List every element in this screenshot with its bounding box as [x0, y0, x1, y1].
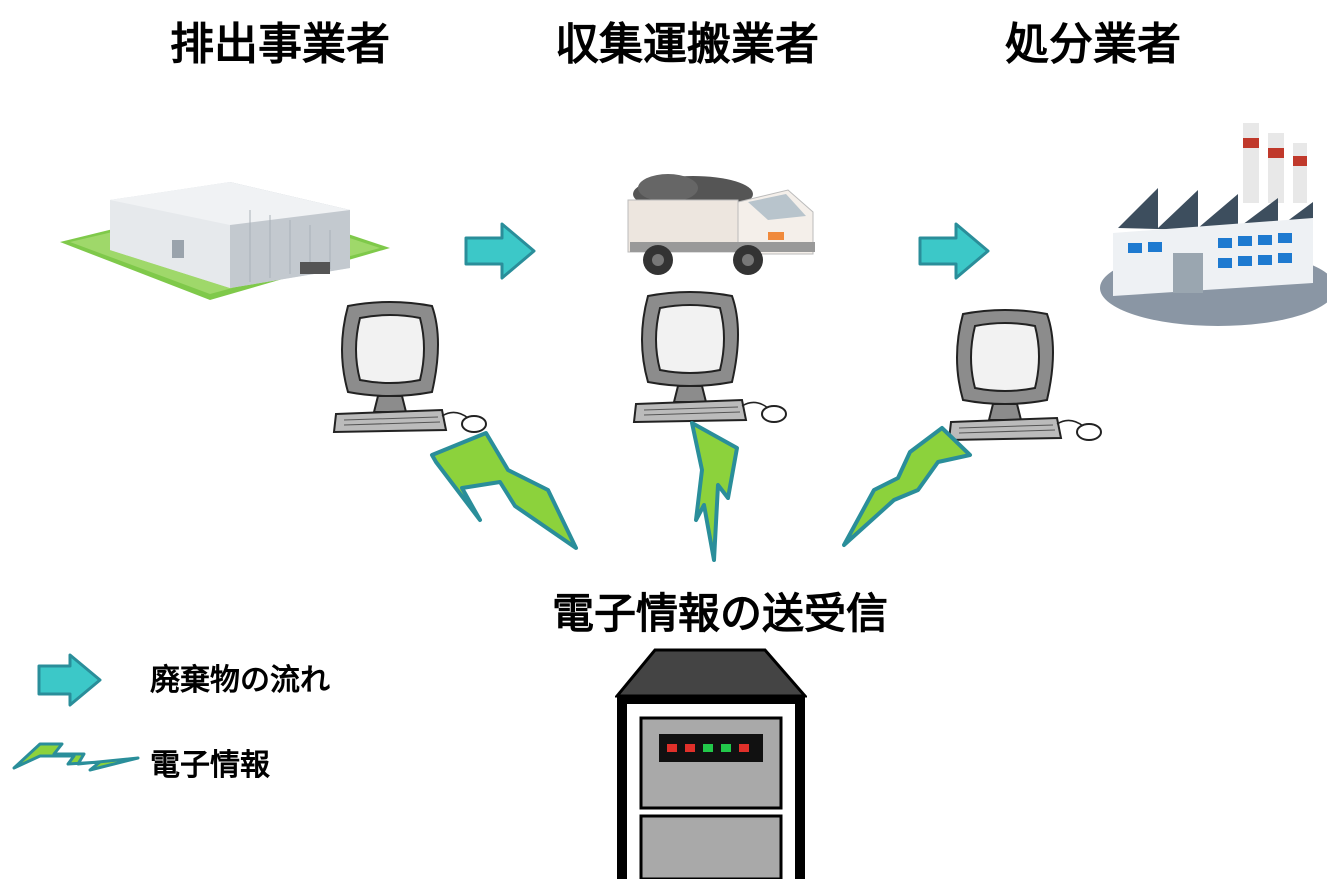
computer-emitter-icon — [332, 301, 487, 434]
header-emitter: 排出事業者 — [170, 19, 390, 70]
computer-transporter-icon — [632, 291, 787, 424]
truck-icon — [627, 174, 815, 275]
legend-electronic-info-label: 電子情報 — [150, 748, 270, 783]
waste-flow-arrow-2 — [918, 222, 990, 280]
warehouse-icon — [60, 182, 390, 300]
header-transporter: 収集運搬業者 — [555, 19, 819, 70]
center-label: 電子情報の送受信 — [552, 589, 889, 638]
bolt-left-icon — [430, 431, 578, 550]
header-disposer: 処分業者 — [1005, 19, 1181, 70]
factory-icon — [1100, 123, 1327, 326]
server-icon — [615, 648, 807, 879]
computer-disposer-icon — [947, 309, 1102, 442]
legend-bolt-icon — [12, 742, 140, 772]
waste-flow-arrow-1 — [464, 222, 536, 280]
legend-waste-flow-label: 廃棄物の流れ — [150, 663, 330, 698]
legend-arrow-icon — [37, 653, 102, 707]
bolt-center-icon — [690, 421, 739, 562]
bolt-right-icon — [842, 426, 972, 547]
